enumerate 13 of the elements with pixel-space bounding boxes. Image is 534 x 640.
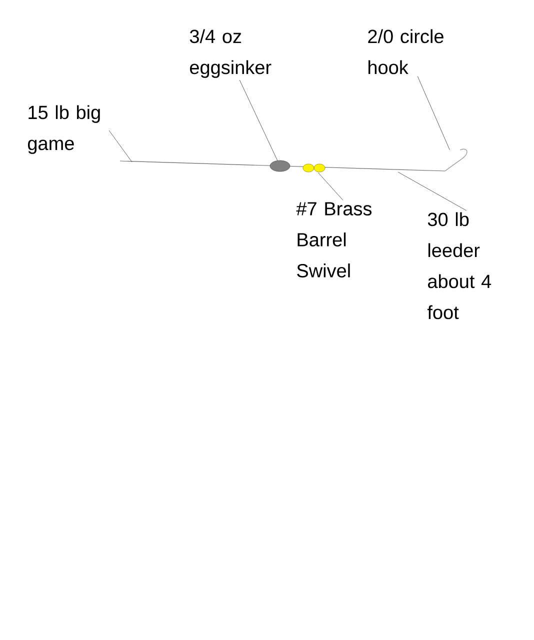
circle-hook <box>444 148 468 172</box>
callout-text: 3/4 oz eggsinker <box>190 29 272 78</box>
barrel-swivel <box>302 164 326 172</box>
egg-sinker <box>270 160 290 172</box>
callout-text: 15 lb big game <box>28 105 100 154</box>
leader-line <box>108 130 132 162</box>
callout-text: 2/0 circle hook <box>368 29 444 74</box>
leader-line <box>318 172 344 200</box>
leader-line <box>417 76 450 150</box>
leader-line <box>398 172 467 211</box>
callout-text: 30 lb leeder about 4 foot <box>427 212 492 320</box>
callout-text: #7 Brass Barrel Swivel <box>296 202 372 278</box>
leader-line <box>239 80 278 161</box>
